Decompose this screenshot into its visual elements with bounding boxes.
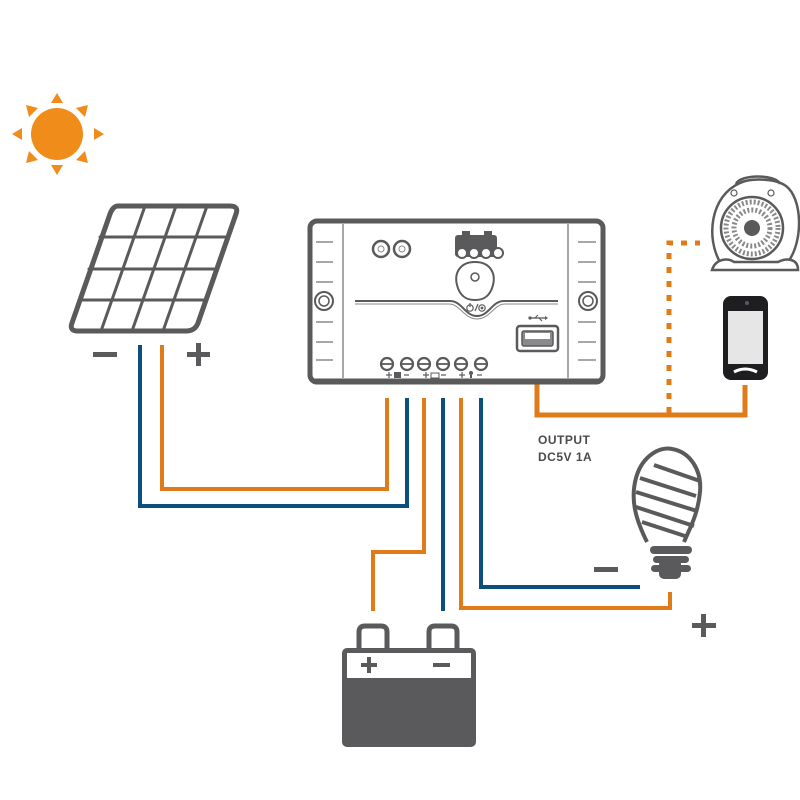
bulb-negative-symbol (594, 567, 618, 572)
power-symbol-icon (466, 303, 486, 312)
light-bulb-icon (631, 446, 703, 543)
controller-terminals (379, 356, 489, 379)
battery-positive-symbol (361, 657, 377, 673)
usb-fan-dotted-wire (666, 240, 700, 413)
terminal-load-positive[interactable] (453, 356, 469, 372)
terminal-battery-negative[interactable] (435, 356, 451, 372)
terminal-bulb-symbol-icon (469, 371, 473, 378)
terminal-panel-positive[interactable] (379, 356, 395, 372)
terminal-solar-symbol-icon (394, 372, 401, 378)
fan-icon (710, 175, 800, 272)
load-positive-wire (459, 398, 672, 610)
mobile-phone-icon (723, 296, 768, 380)
terminal-battery-positive[interactable] (416, 356, 432, 372)
battery-negative-symbol (433, 663, 450, 667)
usb-port[interactable] (515, 324, 560, 353)
sun-icon (12, 93, 104, 175)
bulb-positive-symbol (692, 614, 716, 637)
light-bulb-base (650, 546, 692, 579)
output-label-line1: OUTPUT (538, 433, 591, 447)
solar-panel-negative-symbol (93, 352, 117, 357)
power-button[interactable] (455, 260, 495, 302)
battery-icon (342, 623, 476, 747)
usb-symbol-icon (528, 314, 548, 322)
terminal-load-negative[interactable] (473, 356, 489, 372)
battery-level-indicator (455, 231, 504, 259)
solar-negative-wire (138, 345, 409, 508)
solar-positive-wire (160, 345, 389, 491)
terminal-panel-negative[interactable] (399, 356, 415, 372)
load-negative-wire (479, 398, 640, 589)
output-label: OUTPUT DC5V 1A (538, 432, 592, 466)
controller-front-groove (355, 300, 558, 320)
battery-positive-wire (371, 398, 426, 611)
led-indicators (371, 239, 412, 259)
output-label-line2: DC5V 1A (538, 450, 593, 464)
terminal-battery-symbol-icon (430, 372, 440, 379)
solar-panel-icon (68, 203, 240, 334)
solar-panel-positive-symbol (187, 343, 210, 366)
